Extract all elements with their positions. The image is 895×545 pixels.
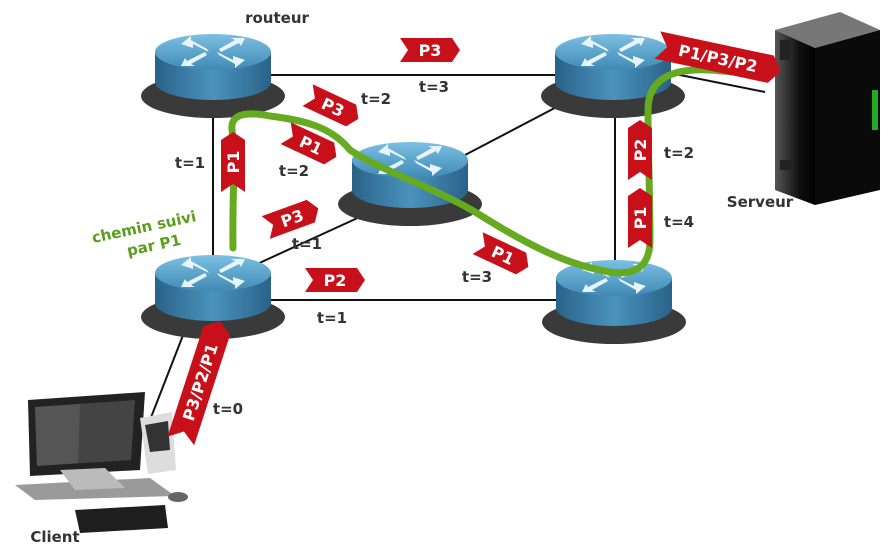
client-computer-icon <box>15 392 188 533</box>
packet-top-p3: P3 <box>400 38 460 62</box>
time-label-bottom: t=1 <box>317 309 347 327</box>
time-label-tl-p3: t=2 <box>361 90 391 108</box>
server-label: Serveur <box>727 193 794 211</box>
packet-label: P3 <box>419 41 442 60</box>
network-links <box>149 71 766 421</box>
packet-right-p1: P1 <box>628 188 652 248</box>
time-label-right-p2: t=2 <box>664 144 694 162</box>
time-label-tl-p1: t=2 <box>279 162 309 180</box>
packet-left-p3: P3 <box>261 199 319 239</box>
router-label: routeur <box>245 9 309 27</box>
server-icon <box>775 12 880 205</box>
packet-left-p1: P1 <box>221 132 245 192</box>
time-label-top: t=3 <box>419 78 449 96</box>
packet-bottom-p2: P2 <box>305 268 365 292</box>
packet-label: P1 <box>224 151 243 174</box>
packet-right-p2: P2 <box>628 120 652 180</box>
packet-label: P1 <box>631 207 650 230</box>
time-label-right-p1: t=4 <box>664 213 694 231</box>
p1-path <box>228 66 779 277</box>
router-top-left <box>141 34 285 118</box>
time-label-client: t=0 <box>213 400 243 418</box>
packet-label: P2 <box>631 139 650 162</box>
packet-label: P2 <box>324 271 347 290</box>
packet-tl-p1: P1 <box>280 122 337 165</box>
client-label: Client <box>30 528 79 545</box>
time-label-left: t=1 <box>175 154 205 172</box>
time-label-left-p3: t=1 <box>292 235 322 253</box>
time-label-center: t=3 <box>462 268 492 286</box>
